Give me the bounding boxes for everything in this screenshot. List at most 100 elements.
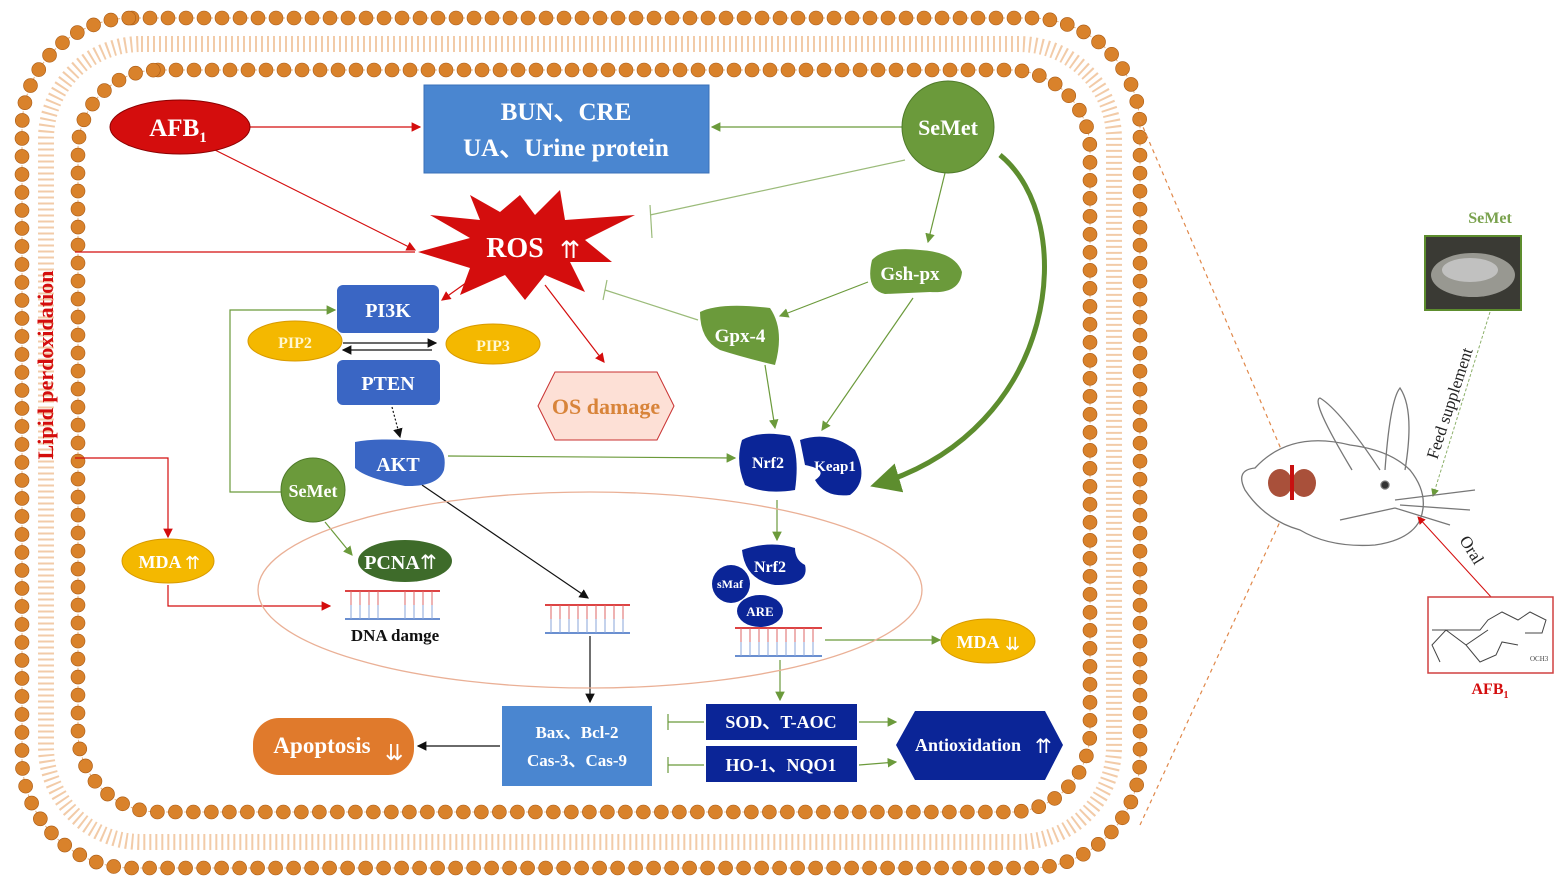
lipid-bead: [70, 399, 86, 415]
ros-node[interactable]: ROS ⇈: [418, 190, 635, 300]
lipid-bead: [358, 860, 373, 876]
lipid-bead: [1079, 748, 1094, 764]
lipid-bead: [528, 804, 543, 820]
lipid-bead: [384, 804, 399, 820]
lipid-bead: [610, 860, 625, 876]
lipid-bead: [1132, 363, 1148, 379]
akt-node[interactable]: AKT: [355, 439, 445, 487]
svg-text:PTEN: PTEN: [361, 373, 415, 395]
lipid-bead: [70, 453, 86, 469]
lipid-bead: [402, 62, 418, 78]
mda-increase-node[interactable]: MDA ⇈: [121, 538, 215, 584]
lipid-bead: [1024, 860, 1039, 876]
svg-text:Keap1: Keap1: [814, 459, 856, 475]
nrf2-keap1-complex[interactable]: Nrf2 Keap1: [739, 433, 862, 496]
lipid-bead: [664, 10, 680, 26]
lipid-bead: [420, 62, 436, 78]
ho1-nqo1-box[interactable]: HO-1、NQO1: [706, 746, 857, 782]
apoptosis-genes-box[interactable]: Bax、Bcl-2 Cas-3、Cas-9: [502, 706, 652, 786]
lipid-bead: [232, 860, 247, 876]
svg-text:AFB1: AFB1: [149, 115, 207, 146]
lipid-bead: [790, 10, 806, 26]
lipid-bead: [654, 804, 669, 820]
semet-node-small[interactable]: SeMet: [280, 457, 346, 523]
lipid-bead: [70, 219, 86, 235]
up-arrows-icon: ⇈: [420, 552, 437, 574]
lipid-bead: [304, 10, 320, 26]
lipid-bead: [456, 804, 471, 820]
apoptosis-node[interactable]: Apoptosis ⇊: [253, 718, 414, 775]
gpx4-node[interactable]: Gpx-4: [700, 305, 779, 365]
lipid-bead: [14, 617, 30, 632]
lipid-bead: [14, 707, 30, 722]
lipid-bead: [1132, 309, 1148, 325]
oral-arrow: [1417, 516, 1493, 599]
lipid-bead: [14, 113, 30, 128]
lipid-bead: [780, 62, 796, 78]
lipid-bead: [1082, 425, 1098, 440]
lipid-bead: [14, 743, 30, 758]
mda-decrease-node[interactable]: MDA ⇊: [940, 618, 1036, 664]
os-damage-node[interactable]: OS damage: [537, 371, 675, 441]
lipid-bead: [70, 723, 86, 739]
nrf2-smaf-are-complex[interactable]: Nrf2 sMaf ARE: [712, 544, 806, 627]
lipid-bead: [1132, 381, 1148, 397]
pip2-node[interactable]: PIP2: [247, 320, 343, 362]
lipid-bead: [103, 12, 119, 28]
lipid-bead: [1082, 533, 1098, 548]
kidney-markers-box[interactable]: BUN、CRE UA、Urine protein: [423, 84, 710, 174]
lipid-bead: [1082, 263, 1098, 278]
up-arrows-icon: ⇈: [1035, 736, 1052, 758]
lipid-bead: [646, 860, 661, 876]
pi3k-node[interactable]: PI3K: [337, 285, 439, 333]
lipid-bead: [772, 860, 787, 876]
lipid-bead: [14, 365, 30, 380]
lipid-bead: [70, 525, 86, 541]
lipid-bead: [160, 10, 176, 26]
lipid-bead: [960, 62, 976, 78]
lipid-bead: [1032, 68, 1047, 83]
lipid-bead: [1132, 525, 1148, 541]
lipid-bead: [222, 62, 238, 78]
lipid-bead: [240, 62, 256, 78]
lipid-bead: [826, 10, 842, 26]
lipid-bead: [186, 62, 202, 78]
lipid-bead: [348, 804, 363, 820]
lipid-bead: [808, 10, 824, 26]
svg-text:Nrf2: Nrf2: [752, 455, 784, 472]
lipid-bead: [14, 473, 30, 488]
lipid-bead: [1132, 651, 1148, 667]
lipid-bead: [1082, 569, 1098, 584]
semet-node-top[interactable]: SeMet: [901, 80, 995, 174]
pip3-node[interactable]: PIP3: [445, 323, 541, 365]
afb1-node[interactable]: AFB1: [109, 99, 251, 155]
lipid-bead: [15, 761, 30, 776]
lipid-bead: [538, 10, 554, 26]
gsh-px-node[interactable]: Gsh-px: [870, 249, 962, 294]
lipid-bead: [14, 131, 30, 146]
lipid-bead: [14, 293, 30, 308]
lipid-bead: [70, 237, 86, 253]
lipid-bead: [1132, 255, 1148, 271]
pten-node[interactable]: PTEN: [337, 360, 440, 405]
lipid-bead: [978, 804, 993, 820]
lipid-bead: [14, 401, 30, 416]
sod-taoc-box[interactable]: SOD、T-AOC: [706, 704, 857, 740]
lipid-bead: [438, 804, 453, 820]
lipid-bead: [86, 17, 101, 33]
lipid-bead: [142, 860, 157, 876]
lipid-bead: [1132, 345, 1148, 361]
antioxidation-node[interactable]: Antioxidation ⇈: [896, 711, 1063, 780]
lipid-bead: [14, 203, 30, 218]
lipid-bead: [376, 860, 391, 876]
lipid-bead: [87, 773, 103, 789]
dna-damage-label: DNA damge: [351, 626, 440, 645]
lipid-bead: [1082, 605, 1098, 620]
lipid-bead: [1006, 10, 1022, 26]
pcna-node[interactable]: PCNA ⇈: [358, 540, 452, 582]
lipid-bead: [762, 62, 778, 78]
lipid-bead: [186, 804, 201, 820]
lipid-bead: [1129, 777, 1144, 793]
lipid-bead: [70, 417, 86, 433]
svg-text:PI3K: PI3K: [365, 300, 411, 322]
